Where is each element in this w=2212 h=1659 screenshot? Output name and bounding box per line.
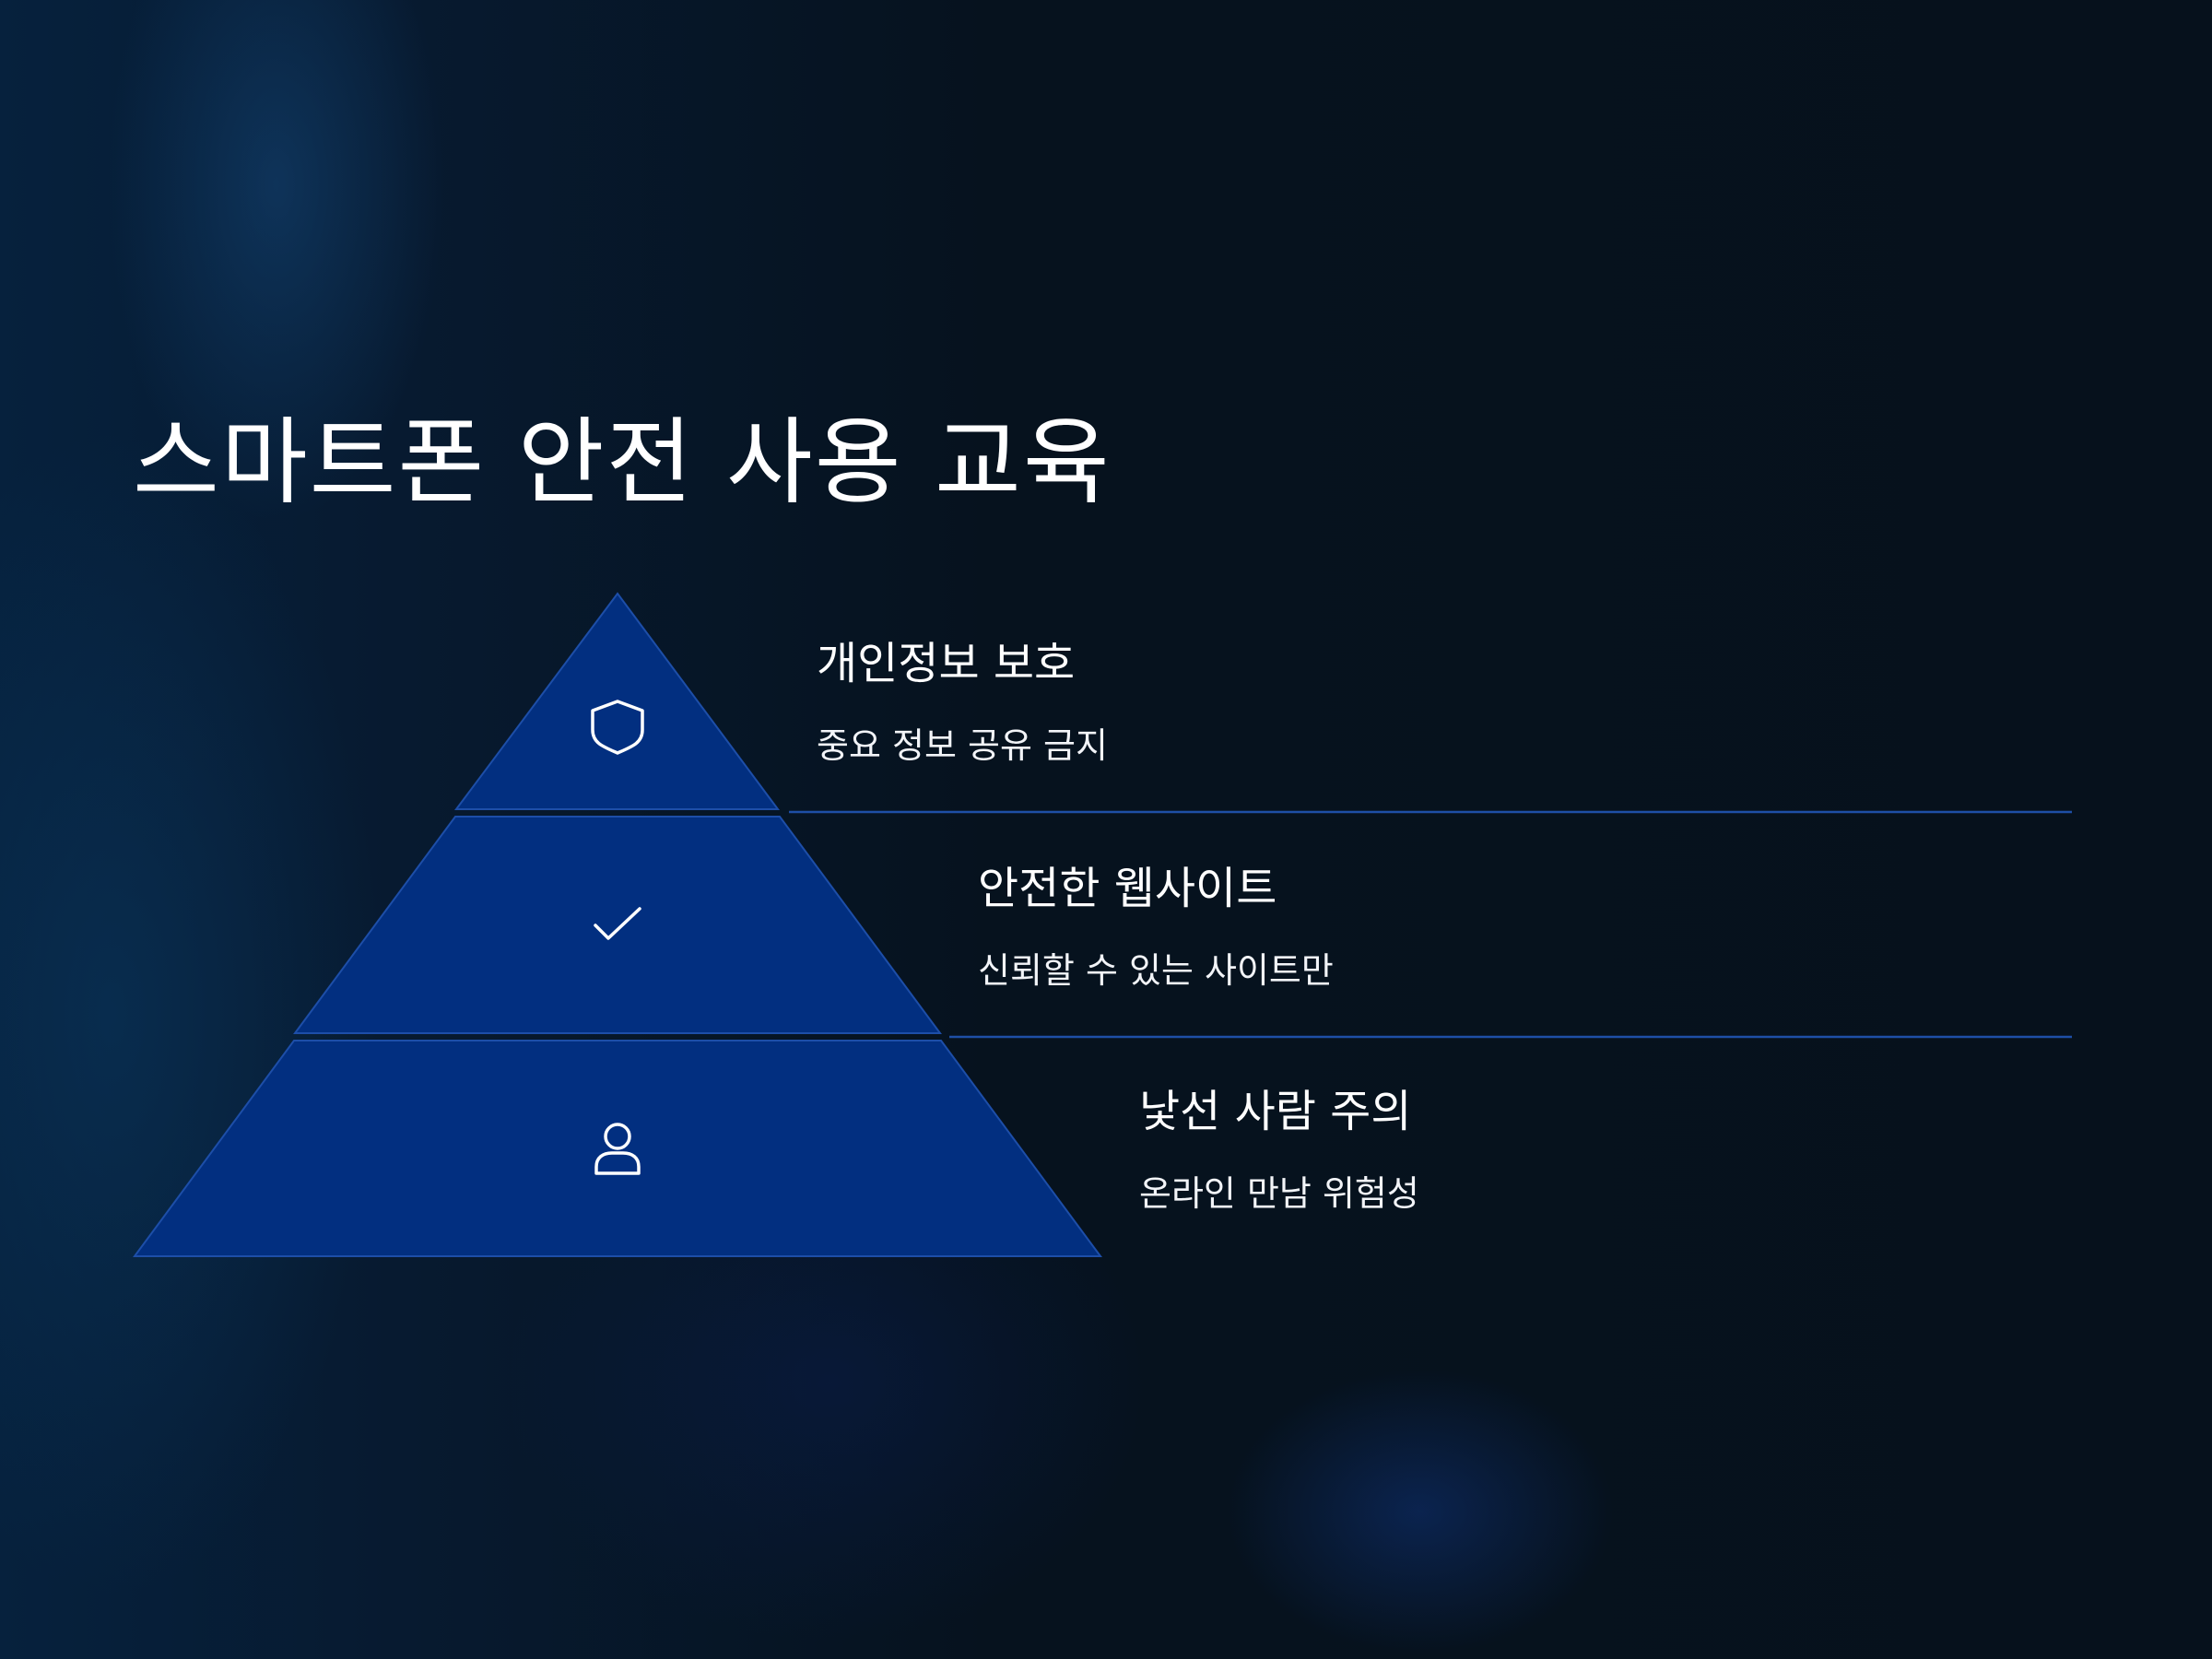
check-icon [594, 907, 641, 940]
shield-icon [591, 700, 644, 755]
tier-1-description: 중요 정보 공유 금지 [817, 725, 1108, 766]
user-icon [594, 1123, 641, 1175]
tier-3-heading: 낯선 사람 주의 [1139, 1086, 1412, 1137]
tier-2-description: 신뢰할 수 있는 사이트만 [978, 950, 1334, 991]
tier-2-heading: 안전한 웹사이트 [978, 863, 1277, 914]
tier-1-heading: 개인정보 보호 [817, 638, 1076, 689]
page-title: 스마트폰 안전 사용 교육 [133, 408, 1112, 518]
tier-3-description: 온라인 만남 위험성 [1139, 1173, 1419, 1214]
pyramid-tier-middle [293, 816, 942, 1034]
